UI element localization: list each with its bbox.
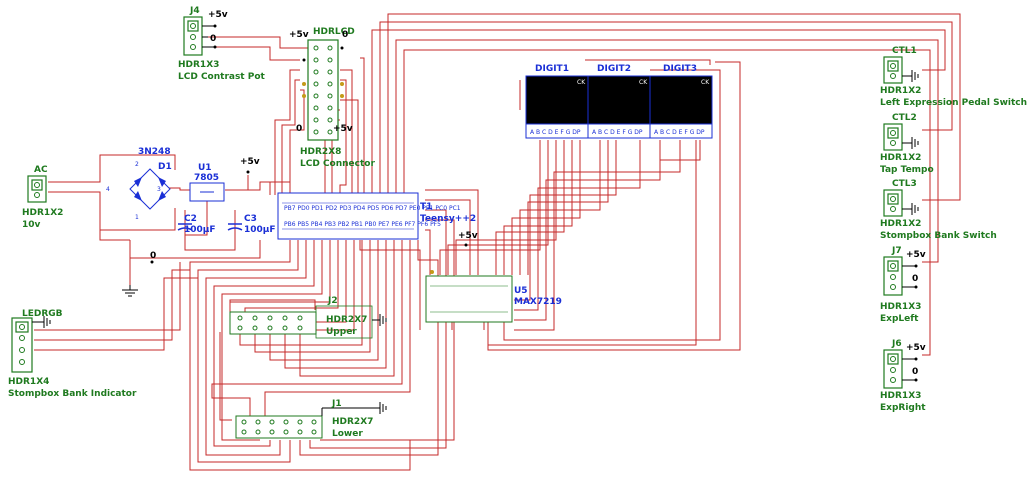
digit2-label: DIGIT2	[597, 64, 631, 74]
j1-ref: J1	[331, 399, 342, 409]
wire-net	[34, 13, 961, 471]
svg-text:PB7 PD0 PD1 PD2 PD3 PD4 PD5 PD: PB7 PD0 PD1 PD2 PD3 PD4 PD5 PD6 PD7 PE0 …	[284, 205, 461, 212]
j6-v5-label: +5v	[906, 343, 926, 353]
j4-part: HDR1X3	[178, 60, 219, 70]
ctl1-desc: Left Expression Pedal Switch	[880, 98, 1027, 108]
j7-part: HDR1X3	[880, 302, 921, 312]
seven-segment-displays: DIGIT1 DIGIT2 DIGIT3 A B C D E F G DP A …	[525, 64, 713, 139]
regulator-u1: U1 7805	[189, 163, 225, 202]
digit3-ck: CK	[701, 79, 710, 86]
power-nets: +5v 0	[122, 157, 260, 297]
digit2-segments: A B C D E F G DP	[592, 129, 643, 136]
connector-ctl3: CTL3 HDR1X2 Stompbox Bank Switch	[880, 179, 997, 241]
j4-ref: J4	[189, 6, 200, 16]
gnd-reg-label: 0	[150, 251, 156, 261]
digit3-segments: A B C D E F G DP	[654, 129, 705, 136]
c2-ref: C2	[184, 214, 197, 224]
digit2-ck: CK	[639, 79, 648, 86]
hdrlcd-gnd-bottom: 0	[296, 124, 302, 134]
ctl3-part: HDR1X2	[880, 219, 921, 229]
c2-value: 100µF	[184, 225, 216, 235]
u1-ref: U1	[198, 163, 212, 173]
max7219-u5: +5v U5 MAX7219	[425, 231, 562, 323]
digit3-label: DIGIT3	[663, 64, 697, 74]
ledrgb-desc: Stompbox Bank Indicator	[8, 389, 137, 399]
j4-desc: LCD Contrast Pot	[178, 72, 266, 82]
hdrlcd-part: HDR2X8	[300, 147, 341, 157]
connector-j6: J6 +5v 0 HDR1X3 ExpRight	[880, 339, 926, 413]
svg-text:3: 3	[157, 186, 161, 193]
u5-ref: U5	[514, 286, 528, 296]
ctl1-ref: CTL1	[892, 46, 917, 56]
j7-gnd-label: 0	[912, 274, 918, 284]
j6-gnd-label: 0	[912, 367, 918, 377]
digit1-ck: CK	[577, 79, 586, 86]
j7-v5-label: +5v	[906, 250, 926, 260]
ledrgb-part: HDR1X4	[8, 377, 49, 387]
connector-j2: J2 HDR2X7 Upper	[229, 296, 387, 339]
v5-reg-label: +5v	[240, 157, 260, 167]
svg-text:2: 2	[135, 161, 139, 168]
svg-text:4: 4	[106, 186, 110, 193]
j6-ref: J6	[891, 339, 902, 349]
capacitor-c3: C3 100µF	[227, 214, 276, 235]
u5-part: MAX7219	[514, 297, 562, 307]
ac-part: HDR1X2	[22, 208, 63, 218]
connector-ac: AC HDR1X2 10v	[22, 165, 63, 230]
j6-part: HDR1X3	[880, 391, 921, 401]
j7-desc: ExpLeft	[880, 314, 919, 324]
ctl2-part: HDR1X2	[880, 153, 921, 163]
digit1-label: DIGIT1	[535, 64, 569, 74]
j4-v5-label: +5v	[208, 10, 228, 20]
ledrgb-ref: LEDRGB	[22, 309, 63, 319]
digit1-segments: A B C D E F G DP	[530, 129, 581, 136]
connector-ledrgb: LEDRGB HDR1X4 Stompbox Bank Indicator	[8, 309, 137, 399]
c3-ref: C3	[244, 214, 257, 224]
connector-j4: J4 +5v 0 HDR1X3 LCD Contrast Pot	[178, 6, 266, 82]
connector-ctl1: CTL1 HDR1X2 Left Expression Pedal Switch	[880, 46, 1027, 108]
j1-desc: Lower	[332, 429, 363, 439]
svg-text:PB6 PB5 PB4 PB3 PB2 PB1 PB0 PE: PB6 PB5 PB4 PB3 PB2 PB1 PB0 PE7 PE6 PF7 …	[284, 221, 441, 228]
ctl1-part: HDR1X2	[880, 86, 921, 96]
c3-value: 100µF	[244, 225, 276, 235]
connector-j7: J7 +5v 0 HDR1X3 ExpLeft	[880, 246, 926, 324]
j2-ref: J2	[327, 296, 338, 306]
t1-part: Teensy++2	[420, 214, 476, 224]
teensy-t1: PB7 PD0 PD1 PD2 PD3 PD4 PD5 PD6 PD7 PE0 …	[277, 192, 476, 240]
j7-ref: J7	[891, 246, 902, 256]
capacitor-c2: C2 100µF	[177, 214, 216, 235]
svg-text:1: 1	[135, 214, 139, 221]
hdrlcd-v5-bottom: +5v	[333, 124, 353, 134]
connector-ctl2: CTL2 HDR1X2 Tap Tempo	[880, 113, 934, 175]
j4-gnd-label: 0	[210, 34, 216, 44]
d1-ref: D1	[158, 162, 172, 172]
ac-desc: 10v	[22, 220, 41, 230]
v5-max-label: +5v	[458, 231, 478, 241]
t1-ref: T1	[420, 202, 432, 212]
j2-desc: Upper	[326, 327, 357, 337]
connector-j1: J1 HDR2X7 Lower	[235, 399, 387, 439]
connector-hdrlcd: +5v HDRLCD 0 0 +5v HDR2X8 LCD Connector	[289, 27, 375, 169]
ctl3-ref: CTL3	[892, 179, 917, 189]
ground-icon	[122, 285, 138, 297]
hdrlcd-v5-label: +5v	[289, 30, 309, 40]
hdrlcd-gnd-top: 0	[342, 30, 348, 40]
hdrlcd-ref: HDRLCD	[313, 27, 355, 37]
j6-desc: ExpRight	[880, 403, 926, 413]
bridge-rectifier-d1: 2 4 3 1 3N248 D1	[106, 147, 172, 221]
ctl2-desc: Tap Tempo	[880, 165, 934, 175]
ctl3-desc: Stompbox Bank Switch	[880, 231, 997, 241]
hdrlcd-desc: LCD Connector	[300, 159, 375, 169]
u1-part: 7805	[194, 173, 219, 183]
j1-part: HDR2X7	[332, 417, 373, 427]
ac-ref: AC	[34, 165, 48, 175]
j2-part: HDR2X7	[326, 315, 367, 325]
d1-part: 3N248	[138, 147, 171, 157]
ctl2-ref: CTL2	[892, 113, 917, 123]
